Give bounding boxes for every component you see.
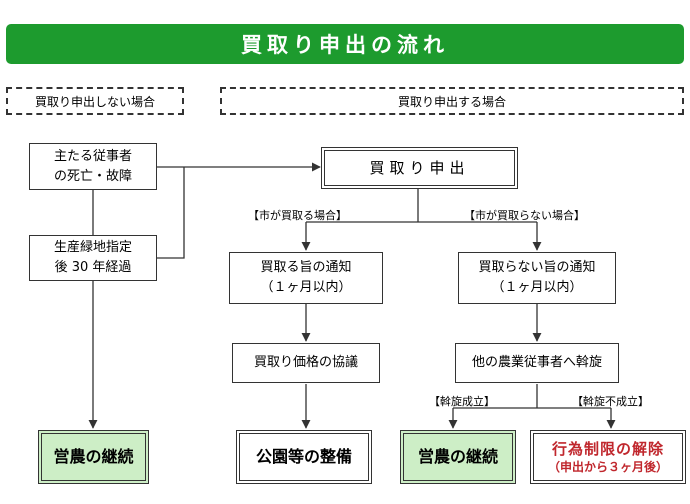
outcome-park-development: 公園等の整備 (236, 430, 372, 484)
outcome-continue-farming-left: 営農の継続 (38, 430, 149, 484)
branch-label-mediation-success: 【斡旋成立】 (429, 395, 495, 408)
buy-notice-box: 買取る旨の通知 （１ヶ月以内） (229, 252, 383, 304)
cause-designation-line2: 後 30 年経過 (54, 260, 132, 275)
cause-death-box: 主たる従事者 の死亡・故障 (29, 143, 157, 190)
release-main-text: 行為制限の解除 (551, 439, 664, 458)
price-negotiation-box: 買取り価格の協議 (232, 343, 380, 383)
outcome-continue-farming-right: 営農の継続 (400, 430, 516, 484)
mediation-box: 他の農業従事者へ斡旋 (455, 343, 619, 383)
branch-label-mediation-fail: 【斡旋不成立】 (572, 395, 649, 408)
outcome-release-restriction: 行為制限の解除 （申出から３ヶ月後） (530, 430, 686, 484)
buy-notice-line1: 買取る旨の通知 (260, 260, 352, 275)
branch-label-city-buys: 【市が買取る場合】 (248, 209, 347, 222)
nobuy-notice-line2: （１ヶ月以内） (491, 280, 583, 295)
branch-label-city-not-buy: 【市が買取らない場合】 (464, 209, 585, 222)
cause-death-line2: の死亡・故障 (53, 168, 132, 184)
line-designation-to-request (157, 167, 185, 259)
section-label-request: 買取り申出する場合 (220, 87, 684, 115)
cause-death-line1: 主たる従事者 (53, 148, 132, 164)
page-title: 買取り申出の流れ (6, 24, 684, 64)
nobuy-notice-box: 買取らない旨の通知 （１ヶ月以内） (458, 252, 616, 304)
release-sub-text: （申出から３ヶ月後） (547, 459, 668, 474)
cause-designation-line1: 生産緑地指定 (53, 240, 132, 255)
request-box: 買取り申出 (321, 147, 518, 189)
cause-designation-box: 生産緑地指定 後 30 年経過 (29, 235, 157, 281)
buy-notice-line2: （１ヶ月以内） (260, 280, 352, 295)
section-label-no-request: 買取り申出しない場合 (6, 87, 184, 115)
nobuy-notice-line1: 買取らない旨の通知 (478, 260, 596, 275)
